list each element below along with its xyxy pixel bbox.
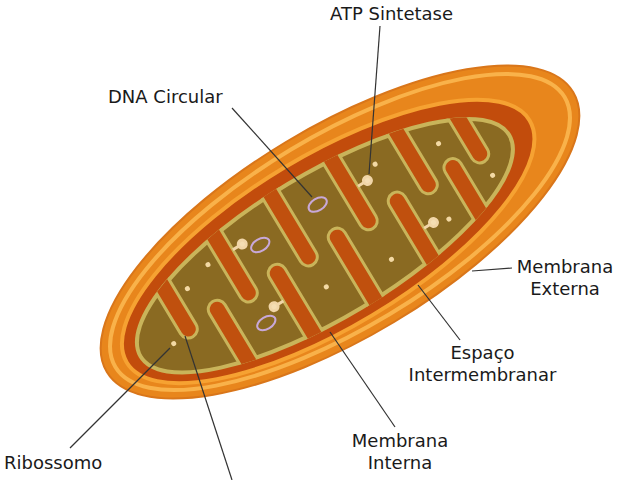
part-label: Espaço Intermembranar bbox=[395, 342, 570, 386]
part-label: Membrana Interna bbox=[335, 430, 465, 474]
part-label: ATP Sintetase bbox=[330, 3, 453, 25]
part-label: Ribossomo bbox=[4, 452, 102, 474]
part-label: Membrana Externa bbox=[500, 256, 630, 300]
part-label: DNA Circular bbox=[108, 86, 223, 108]
